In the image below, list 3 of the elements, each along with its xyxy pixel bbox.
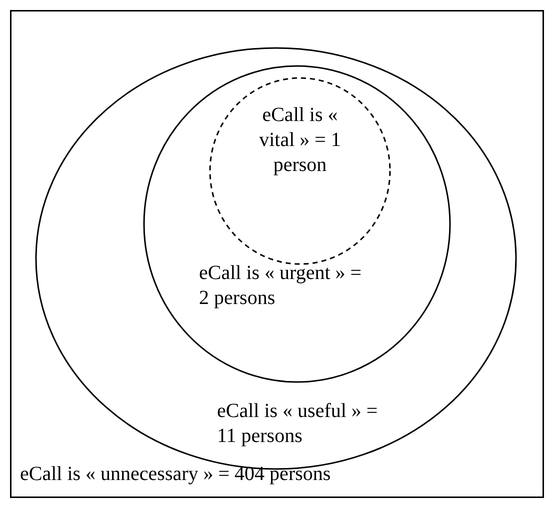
set-label: eCall is « urgent » = 2 persons (199, 261, 363, 311)
set-label: eCall is « useful » = 11 persons (217, 399, 379, 449)
set-label: eCall is « vital » = 1 person (258, 103, 342, 178)
